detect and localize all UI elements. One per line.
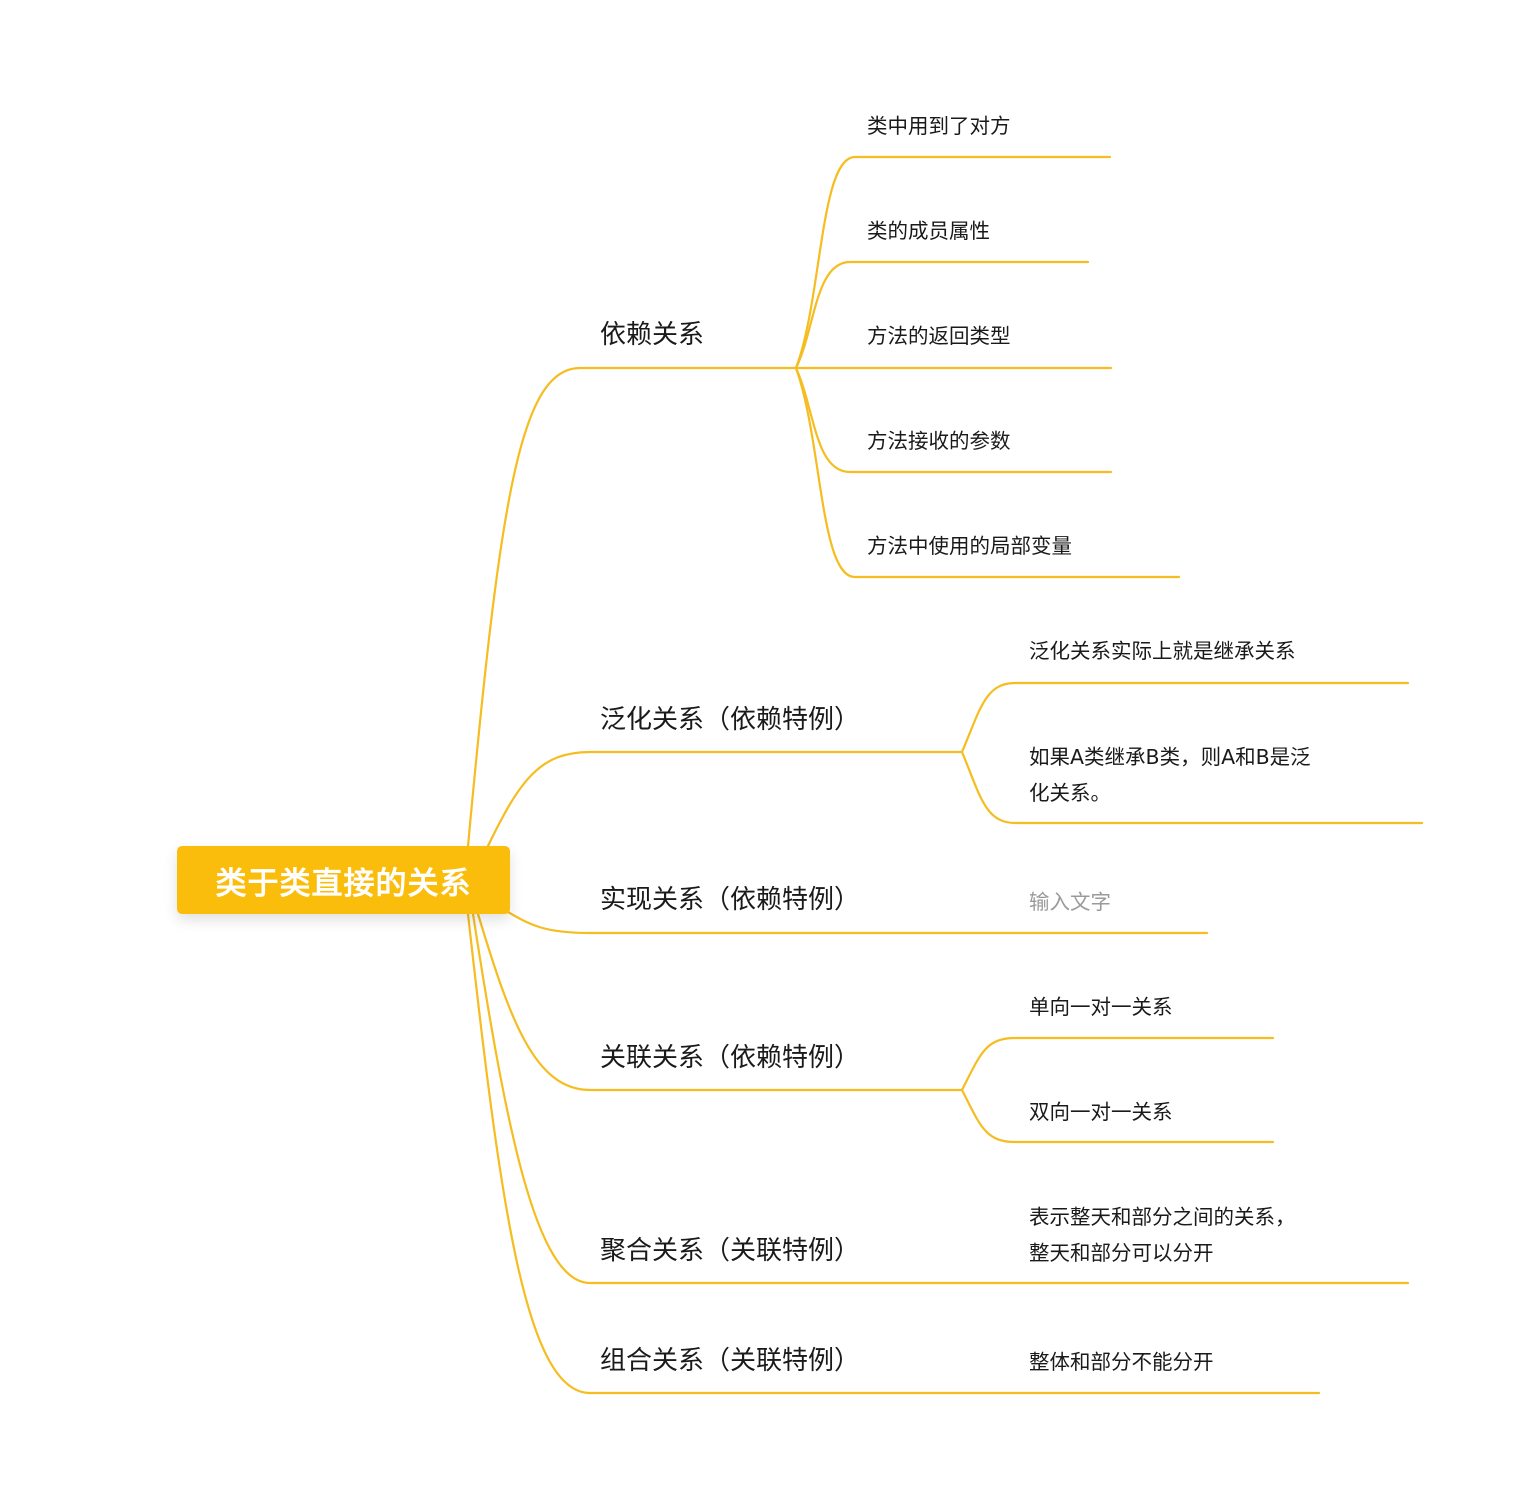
- branch-dependency[interactable]: 依赖关系: [600, 320, 705, 350]
- branch-aggregation[interactable]: 聚合关系（关联特例）: [600, 1236, 861, 1266]
- link-association-leaf-1: [960, 1036, 1275, 1092]
- branch-association[interactable]: 关联关系（依赖特例）: [600, 1043, 861, 1073]
- link-association-leaf-2: [960, 1088, 1275, 1144]
- leaf-generalization-1[interactable]: 泛化关系实际上就是继承关系: [1029, 639, 1296, 663]
- leaf-dependency-4[interactable]: 方法接收的参数: [867, 429, 1011, 453]
- leaf-dependency-3[interactable]: 方法的返回类型: [867, 324, 1011, 348]
- leaf-dependency-1[interactable]: 类中用到了对方: [867, 114, 1011, 138]
- root-topic-label: 类于类直接的关系: [215, 865, 472, 902]
- link-dependency-leaf-1: [794, 155, 1112, 370]
- leaf-association-1[interactable]: 单向一对一关系: [1029, 995, 1173, 1019]
- link-dependency-leaf-2: [794, 260, 1090, 370]
- leaf-generalization-2[interactable]: 如果A类继承B类，则A和B是泛 化关系。: [1029, 745, 1311, 805]
- root-topic[interactable]: 类于类直接的关系: [177, 846, 510, 914]
- link-generalization-leaf-1: [960, 681, 1410, 754]
- link-root-to-association: [476, 912, 964, 1092]
- link-root-to-composition: [466, 912, 1321, 1395]
- branch-generalization[interactable]: 泛化关系（依赖特例）: [600, 705, 861, 735]
- leaf-dependency-2[interactable]: 类的成员属性: [867, 219, 990, 243]
- link-root-to-generalization: [486, 750, 964, 848]
- leaf-association-2[interactable]: 双向一对一关系: [1029, 1100, 1173, 1124]
- leaf-realization-placeholder[interactable]: 输入文字: [1029, 890, 1111, 914]
- link-root-to-aggregation: [471, 912, 1410, 1285]
- link-dependency-leaf-5: [794, 366, 1181, 579]
- branch-realization[interactable]: 实现关系（依赖特例）: [600, 885, 861, 915]
- branch-composition[interactable]: 组合关系（关联特例）: [600, 1346, 861, 1376]
- link-generalization-leaf-2: [960, 750, 1424, 825]
- link-root-to-realization: [506, 910, 1209, 935]
- link-root-to-dependency: [466, 366, 798, 848]
- leaf-aggregation-1[interactable]: 表示整天和部分之间的关系， 整天和部分可以分开: [1029, 1205, 1296, 1265]
- leaf-composition-1[interactable]: 整体和部分不能分开: [1029, 1350, 1214, 1374]
- leaf-dependency-5[interactable]: 方法中使用的局部变量: [867, 534, 1072, 558]
